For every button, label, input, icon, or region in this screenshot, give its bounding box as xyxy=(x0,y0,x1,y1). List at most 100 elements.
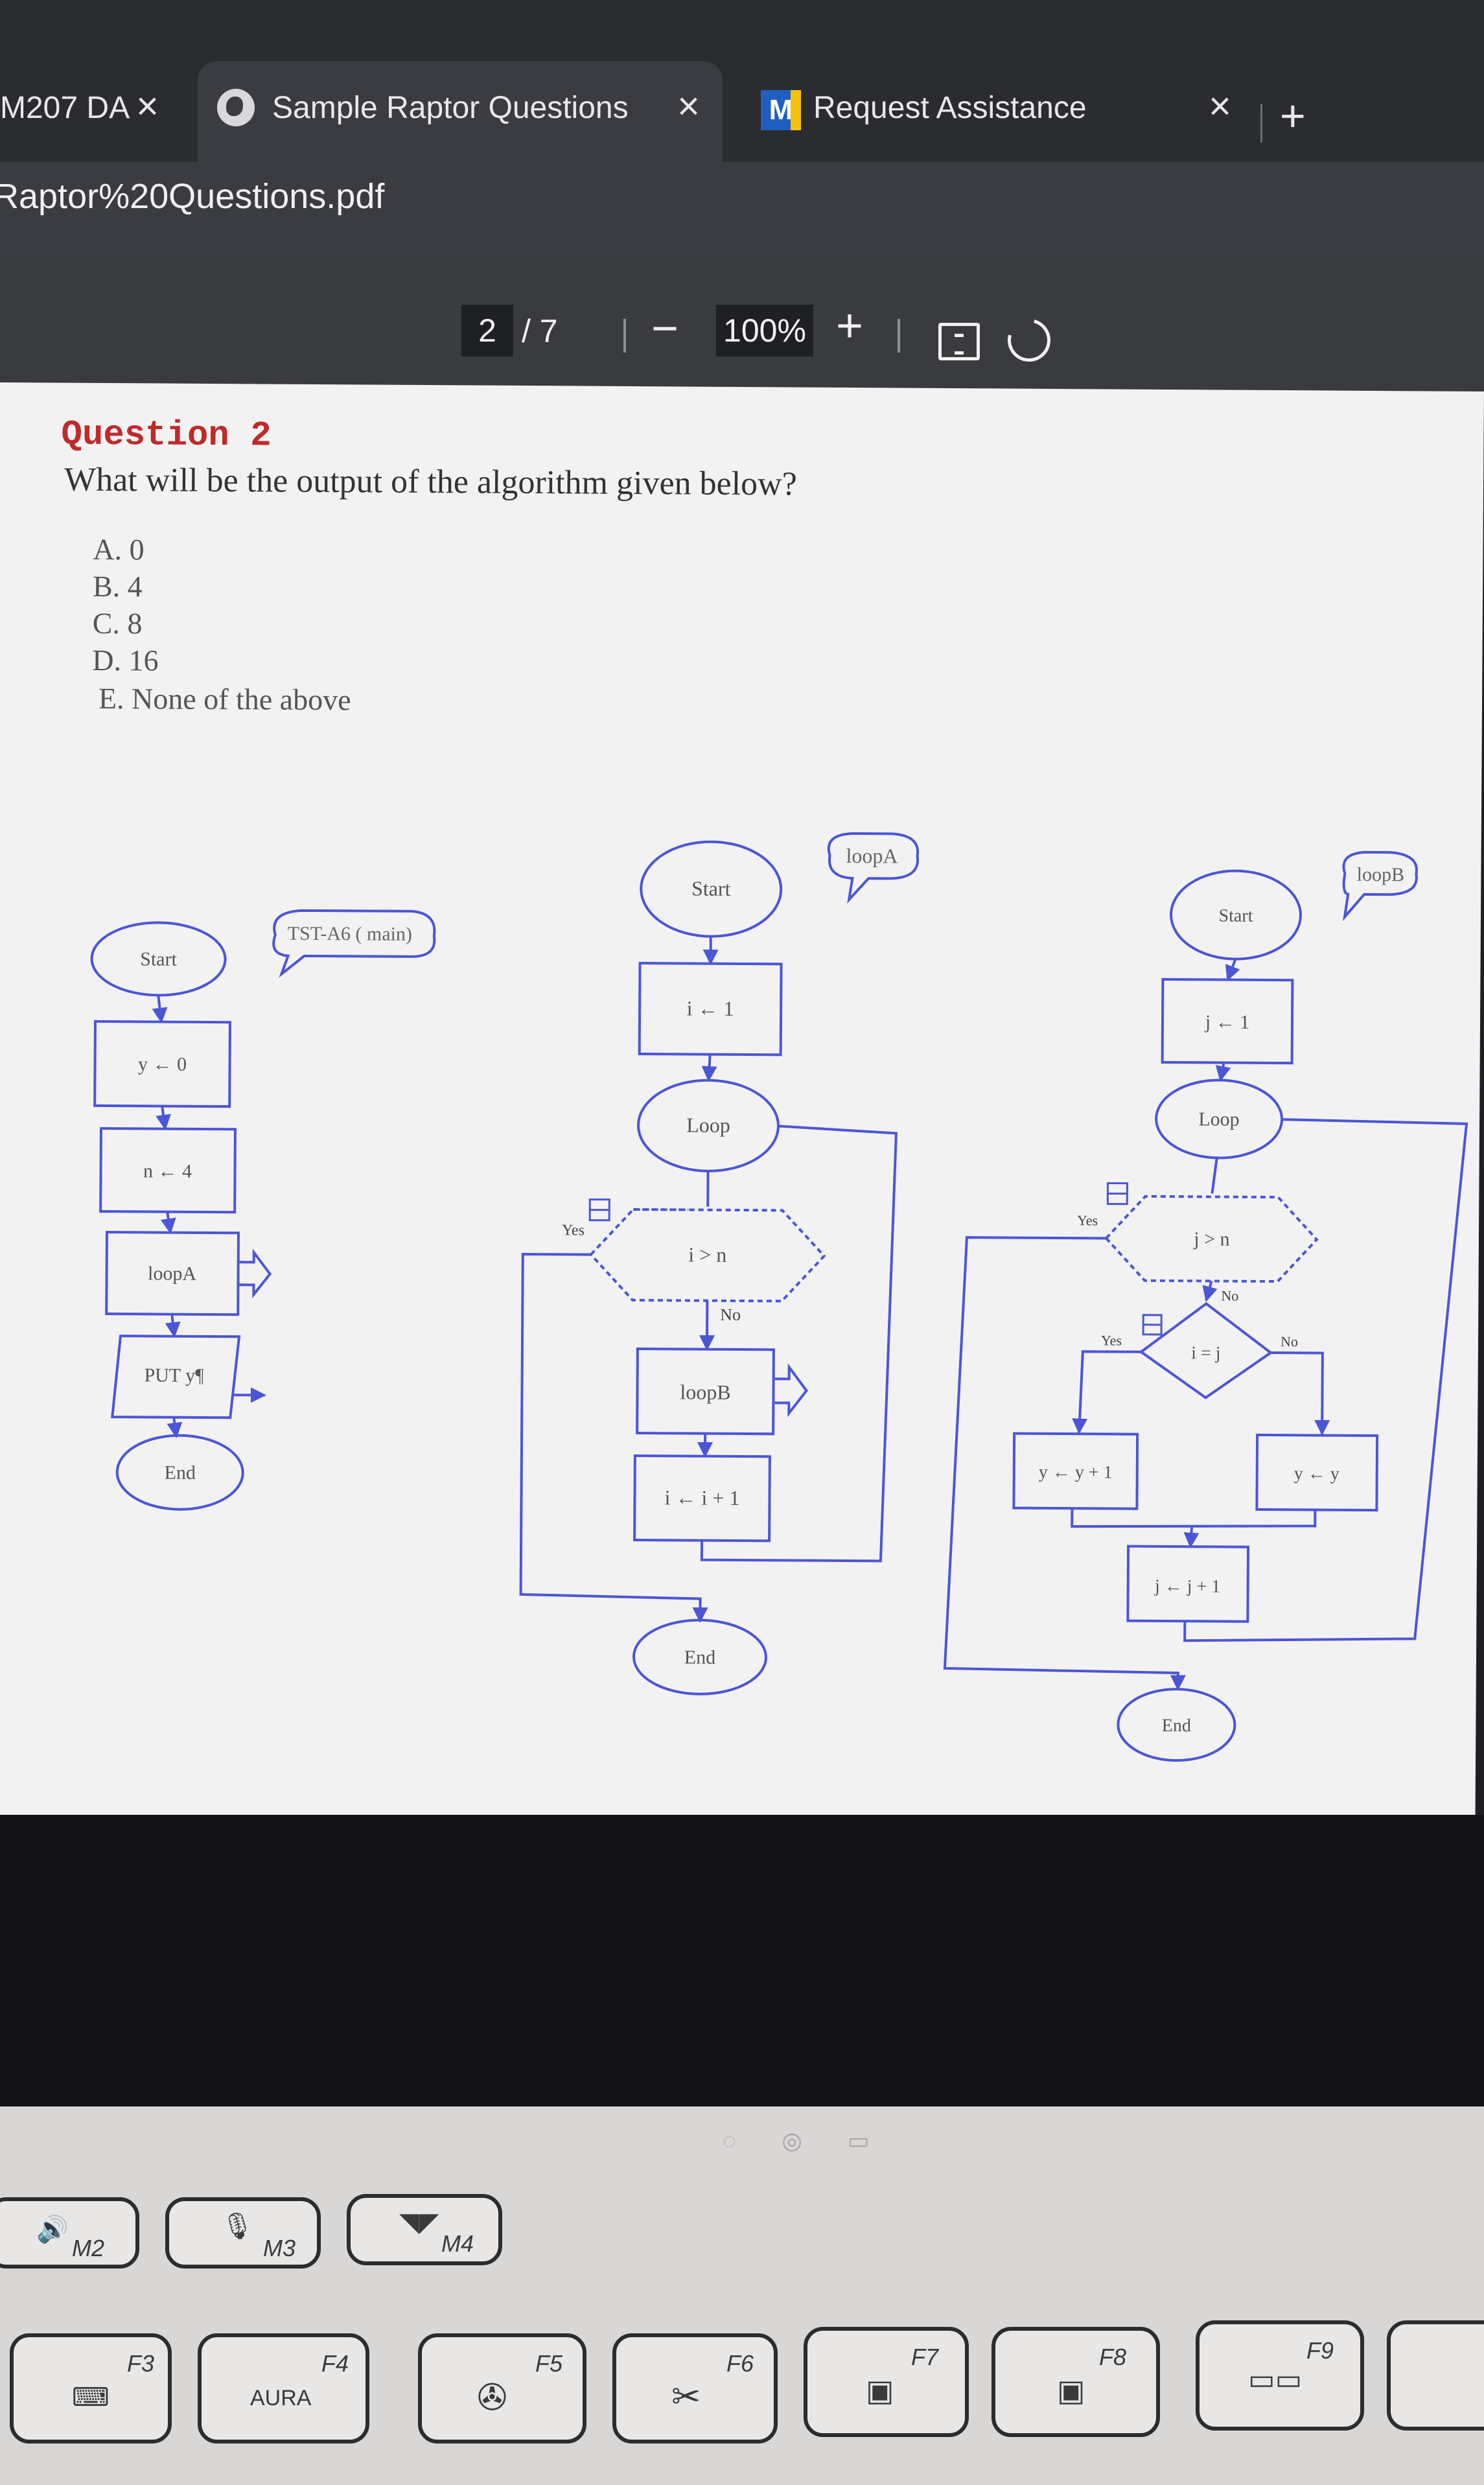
assign-n-label: n ← 4 xyxy=(143,1160,192,1182)
loop-back-connector xyxy=(1183,1118,1468,1642)
key-f6[interactable]: F6 ✂ xyxy=(612,2333,778,2444)
key-f7[interactable]: F7 ▣ xyxy=(804,2327,969,2437)
key-f10[interactable] xyxy=(1387,2320,1484,2431)
increment-i-label: i ← i + 1 xyxy=(664,1486,739,1510)
flowcharts-diagram: TST-A6 ( main) Start y ← 0 n ← 4 loopA P… xyxy=(90,832,1468,1762)
flowchart-main: TST-A6 ( main) Start y ← 0 n ← 4 loopA P… xyxy=(90,909,436,1511)
comment-text: loopB xyxy=(1357,864,1405,885)
key-fn-label: F4 xyxy=(321,2350,349,2377)
toolbar-divider xyxy=(898,319,900,353)
tab-title: Request Assistance xyxy=(813,91,1087,125)
output-box xyxy=(111,1335,241,1419)
end-terminal xyxy=(632,1618,768,1696)
assign-j-label: j ← 1 xyxy=(1205,1011,1250,1032)
decision-diamond xyxy=(1104,1195,1319,1283)
fan-icon: ✇ xyxy=(477,2377,507,2418)
no-label: No xyxy=(1221,1288,1238,1304)
assign-i-label: i ← 1 xyxy=(687,996,734,1020)
brightness-down-icon: ▣ xyxy=(866,2374,894,2407)
tab-sample-raptor-questions[interactable]: Sample Raptor Questions × xyxy=(198,62,723,162)
tab-m207[interactable]: M207 DA × xyxy=(0,62,194,162)
loop-back-connector xyxy=(700,1125,898,1563)
loop-exit-connector xyxy=(943,1236,1186,1691)
key-fn-label: F9 xyxy=(1306,2337,1334,2364)
tab-request-assistance[interactable]: M Request Assistance × xyxy=(732,62,1277,162)
tab-close-button[interactable]: × xyxy=(136,84,159,128)
address-bar[interactable] xyxy=(0,162,1484,259)
tab-title: M207 DA xyxy=(0,91,130,125)
loop-exit-connector xyxy=(519,1252,708,1624)
flowchart-loopb: loopB Start j ← 1 Loop j > n Yes No i = … xyxy=(943,850,1468,1762)
start-label: Start xyxy=(140,948,178,970)
speaker-icon: 🔊 xyxy=(36,2215,69,2244)
key-f8[interactable]: F8 ▣ xyxy=(991,2327,1160,2437)
zoom-level-input[interactable]: 100% xyxy=(716,305,813,356)
loop-label: Loop xyxy=(686,1113,730,1136)
end-label: End xyxy=(1162,1716,1191,1736)
aura-label: AURA xyxy=(250,2386,312,2410)
url-text[interactable]: Raptor%20Questions.pdf xyxy=(0,177,385,216)
key-m3[interactable]: 🎙 M3 xyxy=(165,2197,321,2269)
assign-j-box xyxy=(1161,977,1294,1065)
start-label: Start xyxy=(1218,906,1253,926)
key-fn-label: F3 xyxy=(127,2350,155,2377)
end-label: End xyxy=(164,1462,196,1484)
decision-label: j > n xyxy=(1193,1228,1229,1250)
then-box xyxy=(1012,1432,1139,1510)
assign-y-label: y ← 0 xyxy=(138,1053,187,1075)
tab-close-button[interactable]: × xyxy=(677,84,701,128)
start-label: Start xyxy=(691,877,731,900)
status-led-icons: ◌ ◎ ▭ xyxy=(723,2127,889,2154)
tab-title: Sample Raptor Questions xyxy=(272,91,629,125)
rog-logo-icon: ◥◤ xyxy=(399,2208,439,2237)
key-f3[interactable]: F3 ⌨ xyxy=(10,2333,172,2444)
then-label: y ← y + 1 xyxy=(1039,1462,1113,1483)
laptop-bezel xyxy=(0,1815,1484,2113)
mic-mute-icon: 🎙 xyxy=(221,2212,254,2241)
loop-label: Loop xyxy=(1198,1108,1240,1130)
zoom-in-button[interactable]: + xyxy=(836,300,864,352)
key-m2[interactable]: 🔊 M2 xyxy=(0,2197,139,2269)
key-f4[interactable]: F4 AURA xyxy=(198,2333,369,2444)
keyboard-backlight-icon: ⌨ xyxy=(72,2383,110,2412)
comment-text: TST-A6 ( main) xyxy=(288,923,412,945)
else-box xyxy=(1255,1433,1379,1512)
zoom-out-button[interactable]: − xyxy=(651,303,679,355)
comment-text: loopA xyxy=(846,844,898,867)
increment-j-box xyxy=(1126,1545,1250,1623)
snip-icon: ✂ xyxy=(671,2377,701,2416)
call-arrow-icon xyxy=(774,1363,809,1418)
output-label: PUT y¶ xyxy=(144,1364,204,1386)
call-loopa-label: loopA xyxy=(148,1263,197,1284)
key-m4[interactable]: ◥◤ M4 xyxy=(347,2194,502,2265)
comment-bubble xyxy=(1342,850,1418,922)
yes-label: Yes xyxy=(1077,1212,1098,1228)
decision-2-label: i = j xyxy=(1191,1343,1221,1363)
new-tab-button[interactable]: + xyxy=(1280,91,1306,141)
globe-icon xyxy=(217,89,255,126)
toolbar-divider xyxy=(623,319,626,353)
tab-close-button[interactable]: × xyxy=(1209,84,1232,128)
end-label: End xyxy=(684,1646,716,1668)
key-fn-label: M3 xyxy=(263,2235,296,2261)
key-fn-label: F5 xyxy=(535,2350,563,2377)
key-f9[interactable]: F9 ▭▭ xyxy=(1196,2320,1364,2431)
brightness-up-icon: ▣ xyxy=(1057,2374,1085,2407)
else-label: y ← y xyxy=(1294,1464,1339,1484)
call-arrow-icon xyxy=(239,1248,272,1299)
yes-label: Yes xyxy=(562,1222,585,1239)
end-terminal xyxy=(115,1434,244,1511)
pdf-page: Question 2 What will be the output of th… xyxy=(0,382,1484,1824)
key-f5[interactable]: F5 ✇ xyxy=(418,2333,586,2444)
decision-diamond xyxy=(589,1208,826,1303)
key-fn-label: F6 xyxy=(726,2350,754,2377)
start-terminal xyxy=(640,840,783,938)
m-icon: M xyxy=(761,90,801,130)
no-2-label: No xyxy=(1281,1333,1298,1349)
display-switch-icon: ▭▭ xyxy=(1248,2364,1303,2396)
page-number-input[interactable]: 2 xyxy=(461,305,513,356)
key-fn-label: F8 xyxy=(1099,2344,1127,2370)
call-loopb-label: loopB xyxy=(680,1380,730,1403)
comment-bubble xyxy=(272,909,436,978)
fit-page-icon[interactable] xyxy=(938,323,980,360)
